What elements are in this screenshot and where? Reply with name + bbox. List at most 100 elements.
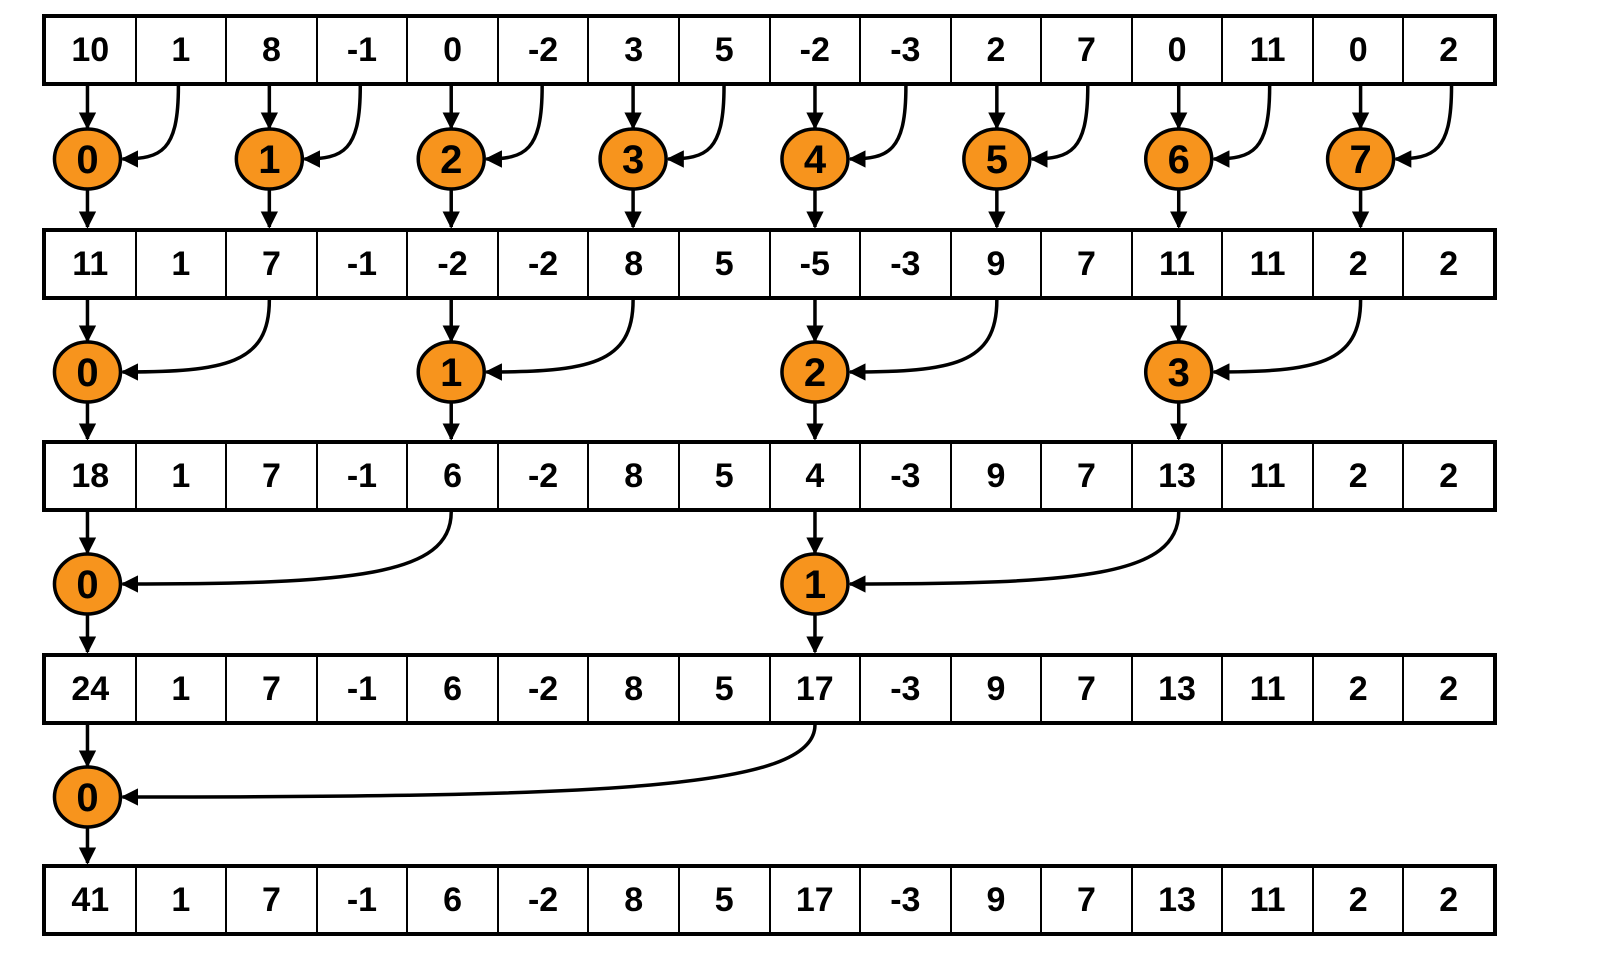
thread-node-label: 0 bbox=[76, 351, 98, 395]
thread-node-label: 1 bbox=[258, 138, 280, 182]
thread-node: 0 bbox=[52, 340, 123, 404]
thread-node: 3 bbox=[598, 127, 668, 191]
arrow-in-right bbox=[848, 511, 1181, 593]
thread-node: 1 bbox=[234, 127, 305, 191]
thread-node: 5 bbox=[962, 127, 1032, 191]
array-cell: -2 bbox=[768, 18, 860, 82]
array-cell: 0 bbox=[1130, 18, 1222, 82]
thread-node-label: 7 bbox=[1349, 138, 1371, 182]
thread-node-circle bbox=[52, 552, 123, 616]
array-cell: 7 bbox=[1040, 232, 1131, 296]
array-cell: 2 bbox=[1402, 232, 1493, 296]
array-cell: -3 bbox=[859, 868, 950, 932]
thread-node-circle bbox=[780, 127, 850, 191]
array-cell: 7 bbox=[225, 657, 316, 721]
array-cell: -2 bbox=[406, 232, 497, 296]
array-cell: -3 bbox=[859, 657, 950, 721]
arrow-in-right bbox=[1211, 299, 1363, 381]
arrow-in-right bbox=[1393, 85, 1454, 168]
arrow-in-right bbox=[120, 511, 453, 593]
arrow-in-right bbox=[302, 85, 363, 168]
thread-node: 1 bbox=[416, 340, 486, 404]
array-cell: 11 bbox=[72, 244, 109, 283]
thread-node-label: 2 bbox=[804, 351, 826, 395]
array-cell: -1 bbox=[315, 444, 407, 508]
array-cell: 5 bbox=[677, 18, 769, 82]
array-cell: 2 bbox=[1311, 657, 1403, 721]
array-cell: -3 bbox=[859, 444, 950, 508]
array-cell: 11 bbox=[1221, 18, 1312, 82]
thread-node: 2 bbox=[780, 340, 850, 404]
thread-node-circle bbox=[416, 127, 486, 191]
thread-node-label: 0 bbox=[76, 563, 98, 607]
array-cell: 1 bbox=[134, 232, 226, 296]
array-cell: 11 bbox=[1130, 232, 1222, 296]
array-cell: -5 bbox=[768, 232, 860, 296]
array-cell: 5 bbox=[677, 444, 769, 508]
thread-node: 6 bbox=[1143, 127, 1214, 191]
array-cell: -2 bbox=[496, 868, 588, 932]
thread-node-label: 1 bbox=[804, 563, 826, 607]
array-cell: 7 bbox=[225, 868, 316, 932]
array-cell: -2 bbox=[496, 232, 588, 296]
array-cell: 1 bbox=[134, 657, 226, 721]
array-cell: 7 bbox=[1040, 444, 1131, 508]
array-cell: 0 bbox=[1311, 18, 1403, 82]
array-cell: 17 bbox=[768, 657, 860, 721]
array-cell: 6 bbox=[406, 657, 497, 721]
array-cell: 8 bbox=[587, 232, 678, 296]
array-cell: 8 bbox=[587, 657, 678, 721]
array-cell: 2 bbox=[1402, 444, 1493, 508]
array-cell: 13 bbox=[1130, 657, 1222, 721]
thread-node-circle bbox=[52, 340, 123, 404]
thread-node: 1 bbox=[780, 552, 850, 616]
array-cell: 4 bbox=[768, 444, 860, 508]
array-cell: 1 bbox=[134, 18, 226, 82]
array-cell: -2 bbox=[496, 444, 588, 508]
thread-node: 0 bbox=[52, 765, 123, 829]
array-cell: 1 bbox=[134, 868, 226, 932]
array-cell: 5 bbox=[677, 232, 769, 296]
array-cell: 8 bbox=[587, 868, 678, 932]
array-cell: 13 bbox=[1130, 868, 1222, 932]
array-cell: 9 bbox=[949, 868, 1041, 932]
array-cell: 11 bbox=[1221, 232, 1312, 296]
array-cell: -1 bbox=[315, 232, 407, 296]
array-cell: 5 bbox=[677, 868, 769, 932]
array-cell: -1 bbox=[315, 657, 407, 721]
thread-node-circle bbox=[962, 127, 1032, 191]
thread-node-circle bbox=[780, 552, 850, 616]
thread-node-label: 6 bbox=[1168, 138, 1190, 182]
array-cell: -2 bbox=[496, 18, 588, 82]
array-cell: 3 bbox=[587, 18, 678, 82]
arrow-in-right bbox=[484, 85, 544, 168]
thread-node-circle bbox=[1143, 127, 1214, 191]
thread-node: 3 bbox=[1143, 340, 1214, 404]
array-cell: -3 bbox=[859, 232, 950, 296]
thread-node-label: 5 bbox=[986, 138, 1008, 182]
thread-node-label: 3 bbox=[622, 138, 644, 182]
array-cell: 8 bbox=[225, 18, 316, 82]
array-cell: 2 bbox=[1311, 868, 1403, 932]
thread-node-circle bbox=[1325, 127, 1396, 191]
array-cell: 2 bbox=[1402, 868, 1493, 932]
array-cell: 11 bbox=[1221, 444, 1312, 508]
array-cell: 2 bbox=[1402, 18, 1493, 82]
arrow-in-right bbox=[1030, 85, 1090, 168]
arrow-in-right bbox=[848, 85, 908, 168]
array-cell: 18 bbox=[71, 456, 110, 495]
arrow-in-right bbox=[1211, 85, 1272, 168]
array-cell: 41 bbox=[71, 880, 110, 919]
array-cell: 6 bbox=[406, 444, 497, 508]
array-cell: 7 bbox=[225, 232, 316, 296]
array-cell: 5 bbox=[677, 657, 769, 721]
arrow-in-right bbox=[120, 724, 817, 806]
thread-node-label: 4 bbox=[804, 138, 827, 182]
array-cell: 7 bbox=[1040, 657, 1131, 721]
